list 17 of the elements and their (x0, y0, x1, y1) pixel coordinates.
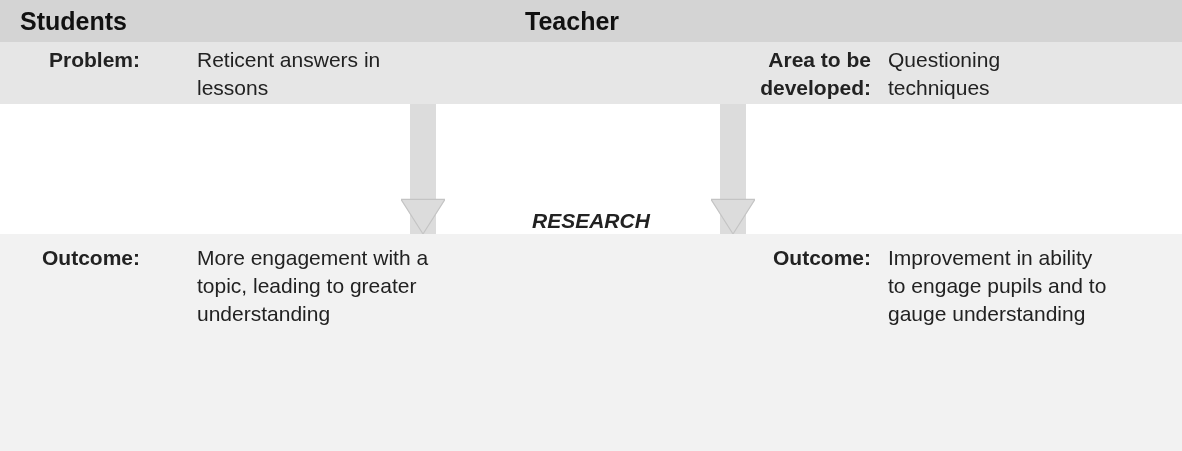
field-text: More engagement with a topic, leading to greater understanding (197, 245, 430, 327)
field-label: Outcome: (772, 245, 871, 271)
field-text: Reticent answers in lessons (197, 47, 382, 101)
field-label: Area to be developed: (759, 47, 871, 101)
problem-panel (0, 42, 591, 104)
field-text: Questioning techniques (888, 47, 1002, 101)
outcome-panel (0, 234, 591, 451)
column-heading: Teacher (525, 7, 620, 36)
outcome-panel (591, 234, 1182, 451)
block-arrow (400, 104, 446, 235)
field-label: Outcome: (41, 245, 140, 271)
field-label: Problem: (47, 47, 140, 73)
note-text: RESEARCH (532, 208, 650, 234)
block-arrow (710, 104, 756, 235)
field-text: Improvement in ability to engage pupils and to gauge understanding (888, 245, 1108, 327)
column-heading: Students (20, 7, 127, 36)
focus-panel (591, 42, 1182, 104)
